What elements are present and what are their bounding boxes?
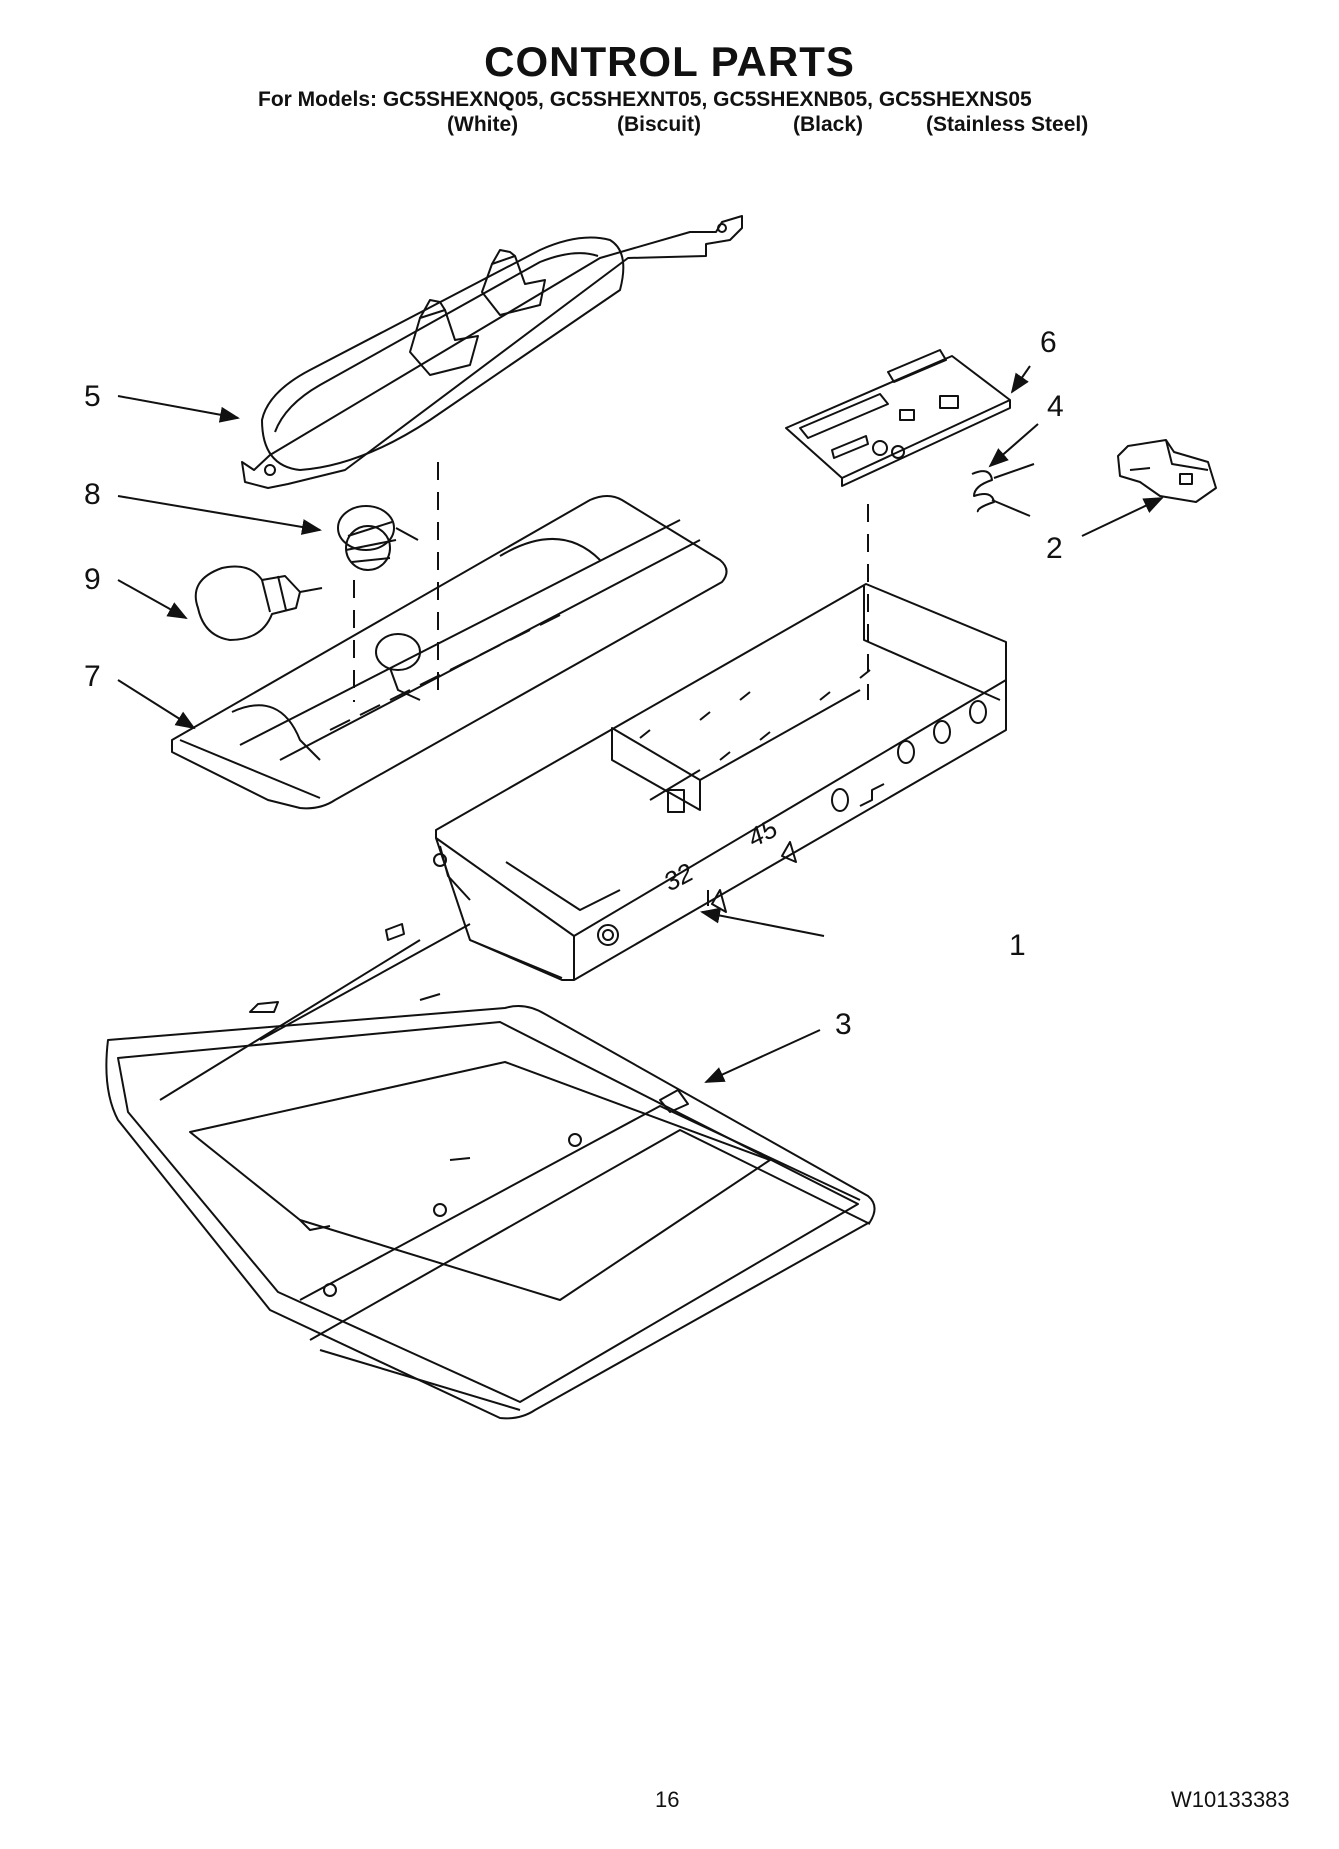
- callout-9: 9: [84, 563, 101, 596]
- variant-stainless: (Stainless Steel): [926, 113, 1089, 136]
- switch: [1117, 439, 1217, 503]
- bulb-socket: [337, 505, 419, 571]
- variant-biscuit: (Biscuit): [617, 113, 701, 136]
- leader-arrows: [117, 365, 1164, 1083]
- callout-6: 6: [1040, 326, 1057, 359]
- page-number: 16: [655, 1787, 680, 1812]
- callout-8: 8: [84, 478, 101, 511]
- callout-2: 2: [1046, 532, 1063, 565]
- document-number: W10133383: [1171, 1787, 1290, 1812]
- callout-5: 5: [84, 380, 101, 413]
- spring: [971, 463, 1035, 517]
- light-housing-base: [171, 495, 728, 810]
- callout-1: 1: [1009, 929, 1026, 962]
- variant-white: (White): [447, 113, 519, 136]
- callout-4: 4: [1047, 390, 1064, 423]
- variant-black: (Black): [793, 113, 864, 136]
- assembly-guide-lines: [353, 462, 869, 702]
- control-board: [785, 349, 1011, 487]
- control-panel-housing: [433, 583, 1007, 981]
- callout-3: 3: [835, 1008, 852, 1041]
- page-title: CONTROL PARTS: [484, 38, 855, 85]
- models-line: For Models: GC5SHEXNQ05, GC5SHEXNT05, GC…: [258, 88, 1032, 111]
- callout-7: 7: [84, 660, 101, 693]
- light-housing-cover: [241, 215, 743, 489]
- light-bulb: [194, 565, 323, 641]
- control-panel-frame: [105, 923, 876, 1420]
